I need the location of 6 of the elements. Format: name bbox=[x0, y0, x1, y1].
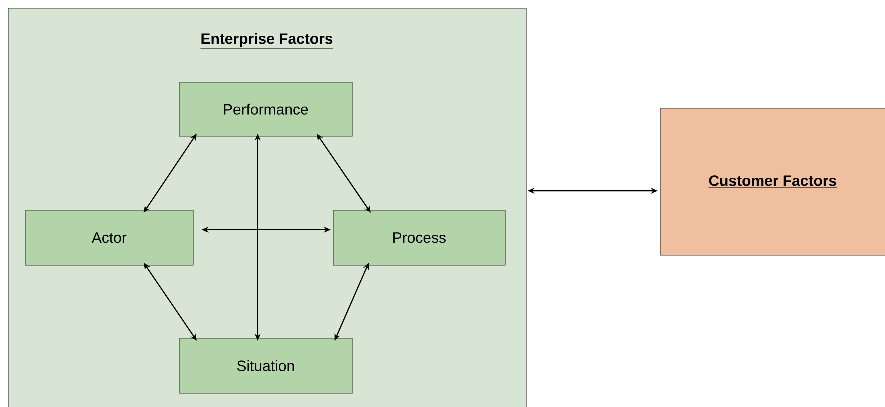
group-title: Enterprise Factors bbox=[200, 33, 334, 49]
factor-box: Customer Factors bbox=[660, 108, 885, 256]
process-box: Performance bbox=[179, 82, 353, 137]
process-box: Actor bbox=[25, 210, 194, 266]
process-box: Situation bbox=[179, 338, 353, 394]
process-box: Process bbox=[333, 210, 506, 266]
